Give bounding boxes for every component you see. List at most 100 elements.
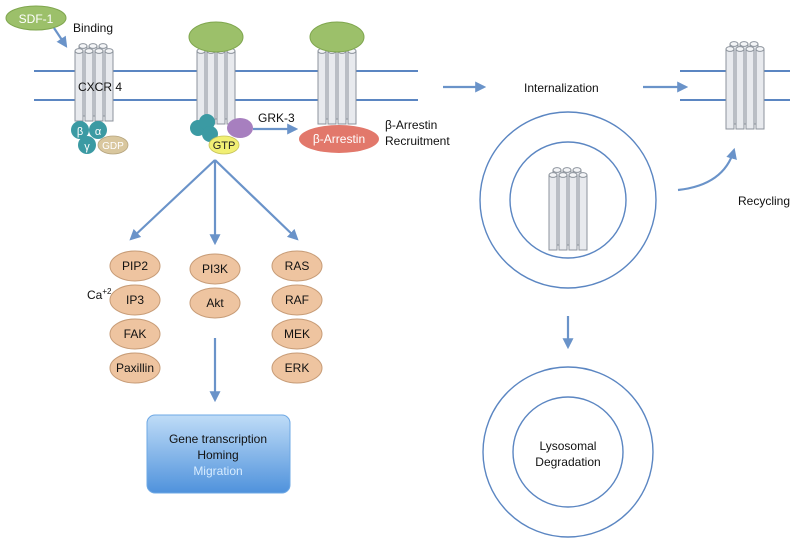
endosome-inner-membrane [509,141,627,259]
cxcr4-receptor-recycled-helix-cap-front-2 [745,46,755,52]
cxcr4-receptor-internalized-helix-front-0 [548,174,558,251]
cxcr4-receptor-recycled-helix-cap-front-0 [725,46,735,52]
pathway-node-left-3 [109,352,161,384]
cxcr4-receptor-inactive-helix-cap-front-2 [94,48,104,54]
outcome-line-3: Migration [193,464,242,478]
cxcr4-receptor-internalized-helix-cap-back-0 [552,167,562,173]
calcium-label-superscript: +2 [102,287,112,296]
inactive-g-protein: β α γ GDP [71,121,129,155]
cxcr4-receptor-inactive-helix-cap-back-0 [78,43,88,49]
pathway-node-left-1 [109,284,161,316]
cxcr4-receptor-recycled-helix-cap-front-1 [735,46,745,52]
arrestin-oval-label: β-Arrestin [313,132,365,146]
pathway-node-label-right-0: RAS [285,259,310,273]
lysosomal-label-2: Degradation [535,455,600,469]
outcome-line-2: Homing [197,448,238,462]
cxcr4-receptor-recycled [725,41,765,130]
cxcr4-receptor-internalized-helix-cap-back-2 [572,167,582,173]
pathway-node-left-0 [109,250,161,282]
gdp-oval [97,135,129,155]
cxcr4-receptor-active-helix-front-3 [226,50,236,125]
pathway-node-label-left-1: IP3 [126,293,144,307]
lysosome: Lysosomal Degradation [482,366,654,538]
arrestin-recruitment-label-2: Recruitment [385,134,450,148]
cxcr4-receptor-active [196,43,236,125]
receptor-group [74,41,765,251]
bound-ligand-1 [188,21,244,53]
gtp-to-right-pathway-arrow [214,159,299,241]
cxcr4-receptor-inactive-helix-cap-front-3 [104,48,114,54]
pathway-node-label-right-3: ERK [285,361,310,375]
cxcr4-receptor-internalized-helix-cap-back-1 [562,167,572,173]
g-beta-label: β [77,126,83,138]
active-g-2 [199,114,215,130]
cxcr4-receptor-recycled-helix-front-2 [745,48,755,130]
cxcr4-label: CXCR 4 [78,80,122,94]
bound-ligand-2 [309,21,365,53]
cxcr4-receptor-active-helix-front-1 [206,50,216,125]
cxcr4-receptor-arrestin-bound-helix-front-3 [347,50,357,125]
cxcr4-receptor-arrestin-bound-helix-front-1 [327,50,337,125]
outcome-box: Gene transcription Homing Migration [146,414,291,494]
outcome-box-background [146,414,291,494]
pathway-node-left-2 [109,318,161,350]
pathway-node-label-left-0: PIP2 [122,259,148,273]
pathway-node-label-right-2: MEK [284,327,310,341]
pathway-node-label-middle-1: Akt [206,296,224,310]
plasma-membrane [34,70,790,101]
cxcr4-receptor-recycled-helix-cap-back-0 [729,41,739,47]
cxcr4-receptor-inactive-helix-cap-front-0 [74,48,84,54]
cxcr4-receptor-internalized [548,167,588,251]
calcium-label: Ca+2 [87,287,112,302]
pathway-node-label-right-1: RAF [285,293,309,307]
cxcr4-receptor-recycled-helix-front-0 [725,48,735,130]
binding-arrow [53,27,68,48]
grk3-label: GRK-3 [258,111,295,125]
cxcr4-receptor-internalized-helix-front-2 [568,174,578,251]
cxcr4-receptor-recycled-helix-cap-front-3 [755,46,765,52]
grk3-oval [227,118,253,138]
g-alpha [89,121,107,139]
cxcr4-receptor-internalized-helix-cap-front-0 [548,172,558,178]
lysosome-outer-membrane [482,366,654,538]
calcium-label-base: Ca [87,288,103,302]
outcome-line-1: Gene transcription [169,432,267,446]
g-gamma-label: γ [84,141,90,153]
cxcr4-receptor-recycled-helix-cap-back-2 [749,41,759,47]
cxcr4-receptor-internalized-helix-cap-front-3 [578,172,588,178]
gtp-oval [208,135,240,155]
cxcr4-receptor-arrestin-bound-helix-front-0 [317,50,327,125]
cxcr4-receptor-recycled-helix-cap-back-1 [739,41,749,47]
sdf1-ligand [5,5,67,31]
binding-label: Binding [73,21,113,35]
gtp-to-left-pathway-arrow [129,159,216,241]
cxcr4-receptor-arrestin-bound [317,43,357,125]
cxcr4-receptor-recycled-helix-front-1 [735,48,745,130]
arrow-group [53,27,737,403]
cxcr4-receptor-arrestin-bound-helix-front-2 [337,50,347,125]
pathway-node-right-1 [271,284,323,316]
pathway-node-label-middle-0: PI3K [202,262,228,276]
endosome [479,111,657,289]
cxcr4-receptor-internalized-helix-cap-front-1 [558,172,568,178]
cxcr4-receptor-recycled-helix-front-3 [755,48,765,130]
cxcr4-receptor-internalized-helix-front-1 [558,174,568,251]
cxcr4-receptor-inactive [74,43,114,122]
g-beta [71,121,89,139]
cxcr4-receptor-inactive-helix-cap-back-1 [88,43,98,49]
recycling-arrow [677,147,737,192]
active-g-protein: GTP GRK-3 [190,111,295,155]
g-alpha-label: α [95,126,102,138]
endosome-outer-membrane [479,111,657,289]
pathway-node-right-3 [271,352,323,384]
pathway-node-middle-0 [189,253,241,285]
pathway-node-middle-1 [189,287,241,319]
arrestin-oval [299,125,379,153]
sdf1-label: SDF-1 [19,12,54,26]
pathway-node-right-2 [271,318,323,350]
internalization-label: Internalization [524,81,599,95]
cxcr4-receptor-inactive-helix-cap-back-2 [98,43,108,49]
cxcr4-receptor-active-helix-front-2 [216,50,226,125]
